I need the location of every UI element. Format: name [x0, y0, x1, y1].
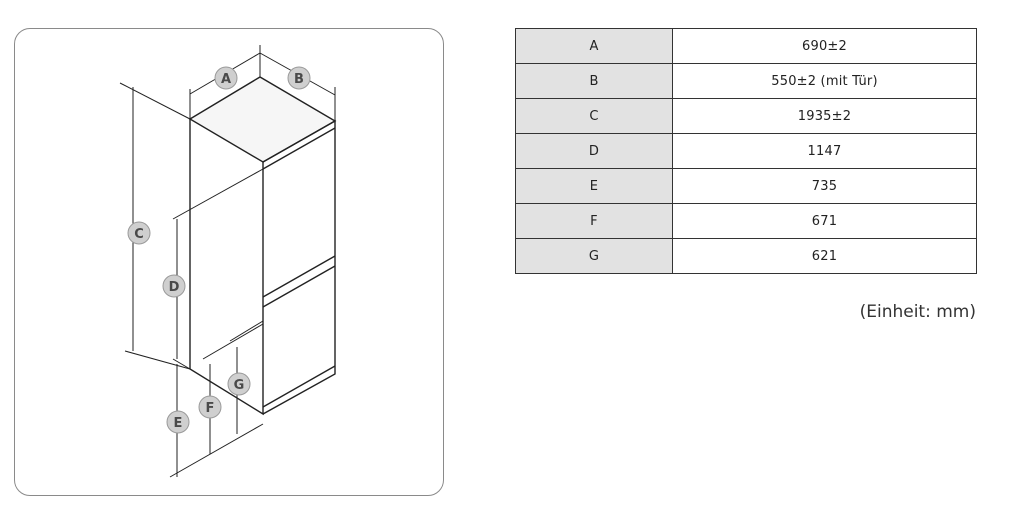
- dimension-key: G: [515, 238, 673, 274]
- dimension-key: B: [515, 63, 673, 99]
- dimension-value: 735: [672, 168, 977, 204]
- dimension-badge-g: G: [227, 372, 251, 396]
- dimension-badge-e: E: [166, 410, 190, 434]
- dimension-badge-c: C: [127, 221, 151, 245]
- dimension-badge-e-label: E: [174, 416, 183, 431]
- dimension-badge-d-label: D: [169, 280, 180, 295]
- dimension-key: E: [515, 168, 673, 204]
- fridge-top-face: [188, 76, 337, 163]
- dimension-key: D: [515, 133, 673, 169]
- dimension-badge-b-label: B: [294, 72, 304, 87]
- dimension-value: 690±2: [672, 28, 977, 64]
- table-row: A 690±2: [515, 28, 977, 64]
- dimension-value: 550±2 (mit Tür): [672, 63, 977, 99]
- dimension-badge-b: B: [287, 66, 311, 90]
- unit-note: (Einheit: mm): [859, 302, 976, 322]
- table-row: D 1147: [515, 133, 977, 169]
- dimension-key: C: [515, 98, 673, 134]
- fridge-dimension-drawing: A B C D E F G: [119, 45, 337, 478]
- dimension-badge-a-label: A: [221, 72, 231, 87]
- dimension-badge-a: A: [214, 66, 238, 90]
- table-row: B 550±2 (mit Tür): [515, 63, 977, 99]
- dimension-badge-g-label: G: [234, 378, 245, 393]
- dimension-value: 621: [672, 238, 977, 274]
- fridge-side-face: [262, 119, 336, 415]
- dimension-value: 1147: [672, 133, 977, 169]
- dimension-key: F: [515, 203, 673, 239]
- table-row: C 1935±2: [515, 98, 977, 134]
- dimension-value: 1935±2: [672, 98, 977, 134]
- table-row: G 621: [515, 238, 977, 274]
- dimension-badge-c-label: C: [134, 227, 144, 242]
- table-row: F 671: [515, 203, 977, 239]
- table-row: E 735: [515, 168, 977, 204]
- dimension-table: A 690±2 B 550±2 (mit Tür) C 1935±2 D 114…: [515, 28, 977, 274]
- dimension-badge-f: F: [198, 395, 222, 419]
- appliance-drawing-frame: A B C D E F G: [14, 28, 444, 496]
- dimension-value: 671: [672, 203, 977, 239]
- dimension-badge-d: D: [162, 274, 186, 298]
- dimension-key: A: [515, 28, 673, 64]
- dimension-badge-f-label: F: [206, 401, 215, 416]
- fridge-front-face: [189, 119, 264, 416]
